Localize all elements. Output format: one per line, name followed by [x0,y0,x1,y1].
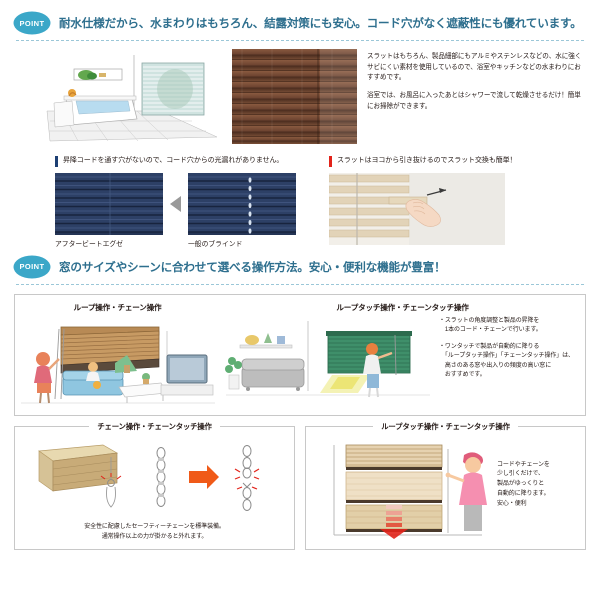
point-badge-icon: POINT [14,255,50,278]
loop-chain-operation-column: ループ操作・チェーン操作 [15,295,220,415]
operation-methods-panel: ループ操作・チェーン操作 [14,293,586,416]
safety-chain-diagram [21,438,288,529]
loop-touch-operation-title: ループタッチ操作・チェーンタッチ操作 [336,302,469,312]
navy-blind-with-holes-photo [188,172,296,235]
operation-bullets: ・スラットの角度調整と製品の昇降を 1本のコード・チェーンで行います。 ・ワンタ… [435,313,585,415]
point1-body-paragraph-2: 浴室では、お風呂に入ったあとはシャワーで流して乾燥させるだけ！簡単にお掃除ができ… [367,92,581,110]
auto-lowering-card: ループタッチ操作・チェーンタッチ操作 [305,421,586,550]
label-general-blind: 一般のブラインド [188,240,243,248]
operation-cards-row: チェーン操作・チェーンタッチ操作 [14,421,586,550]
point1-heading: 耐水仕様だから、水まわりはもちろん、結露対策にも安心。コード穴がなく遮蔽性にも優… [59,17,582,30]
hand-pulling-slat-photo [329,172,505,245]
point-section-operation: POINT 窓のサイズやシーンに合わせて選べる操作方法。安心・便利な機能が豊富！… [0,255,600,550]
safety-chain-note: 安全性に配慮したセーフティーチェーンを標準装備。 通常操作以上の力が掛かると外れ… [84,524,225,540]
caption-no-cord-holes-text: 昇降コードを通す穴がないので、コード穴からの光漏れがありません。 [63,157,284,164]
point1-mid-row: 昇降コードを通す穴がないので、コード穴からの光漏れがありません。 [0,144,600,248]
point-badge-icon: POINT [14,12,50,34]
wood-grain-blind-photo [232,49,357,144]
point-section-waterproof: POINT 耐水仕様だから、水まわりはもちろん、結露対策にも安心。コード穴がなく… [0,0,600,248]
living-room-loop-operation-illustration [15,314,220,415]
comparison-labels: アフタービートエグゼ 一般のブラインド [55,238,305,248]
auto-lowering-card-title-text: ループタッチ操作・チェーンタッチ操作 [373,421,518,431]
loop-chain-operation-title: ループ操作・チェーン操作 [73,302,162,312]
navy-blind-no-holes-photo [55,172,163,235]
caption-no-cord-holes: 昇降コードを通す穴がないので、コード穴からの光漏れがありません。 [55,156,305,167]
divider-dashed [16,283,584,285]
caption-bar-icon [329,156,332,167]
slat-replacement-block: スラットはヨコから引き抜けるのでスラット交換も簡単！ [329,156,574,248]
blind-comparison [55,172,305,235]
point1-body-paragraph-1: スラットはもちろん、製品細部にもアルミやステンレスなどの、水に強くサビにくい素材… [367,53,582,82]
point2-header: POINT 窓のサイズやシーンに合わせて選べる操作方法。安心・便利な機能が豊富！ [0,255,600,278]
point1-header: POINT 耐水仕様だから、水まわりはもちろん、結露対策にも安心。コード穴がなく… [0,0,600,34]
point1-top-row: スラットはもちろん、製品細部にもアルミやステンレスなどの、水に強くサビにくい素材… [0,41,600,144]
no-cord-holes-block: 昇降コードを通す穴がないので、コード穴からの光漏れがありません。 [55,156,305,248]
auto-lowering-blind-illustration [312,438,579,539]
comparison-arrow-icon [170,195,181,212]
auto-lowering-sidenote: コードやチェーンを 少し引くだけで、 製品がゆっくりと 自動的に降ります。 安心… [497,461,550,508]
auto-lowering-card-title: ループタッチ操作・チェーンタッチ操作 [306,421,585,432]
caption-slat-replacement-text: スラットはヨコから引き抜けるのでスラット交換も簡単！ [337,157,517,164]
point2-heading: 窓のサイズやシーンに合わせて選べる操作方法。安心・便利な機能が豊富！ [59,260,446,274]
safety-chain-card-title-text: チェーン操作・チェーンタッチ操作 [89,421,220,431]
caption-bar-icon [55,156,58,167]
safety-chain-card-title: チェーン操作・チェーンタッチ操作 [15,421,294,432]
safety-chain-card: チェーン操作・チェーンタッチ操作 [14,421,295,550]
living-room-loop-touch-illustration [220,312,435,415]
point1-body-copy: スラットはもちろん、製品細部にもアルミやステンレスなどの、水に強くサビにくい素材… [367,49,586,144]
caption-slat-replacement: スラットはヨコから引き抜けるのでスラット交換も簡単！ [329,156,574,167]
divider-dashed [16,40,584,41]
bullet-1: ・スラットの角度調整と製品の昇降を 1本のコード・チェーンで行います。 [439,317,542,334]
bullet-2: ・ワンタッチで製品が自動的に降りる 「ループタッチ操作」「チェーンタッチ操作」は… [439,343,574,379]
bathroom-blind-illustration [42,49,222,144]
label-afterbeat-exe: アフタービートエグゼ [55,240,123,248]
loop-touch-operation-column: ループタッチ操作・チェーンタッチ操作 [220,295,585,415]
